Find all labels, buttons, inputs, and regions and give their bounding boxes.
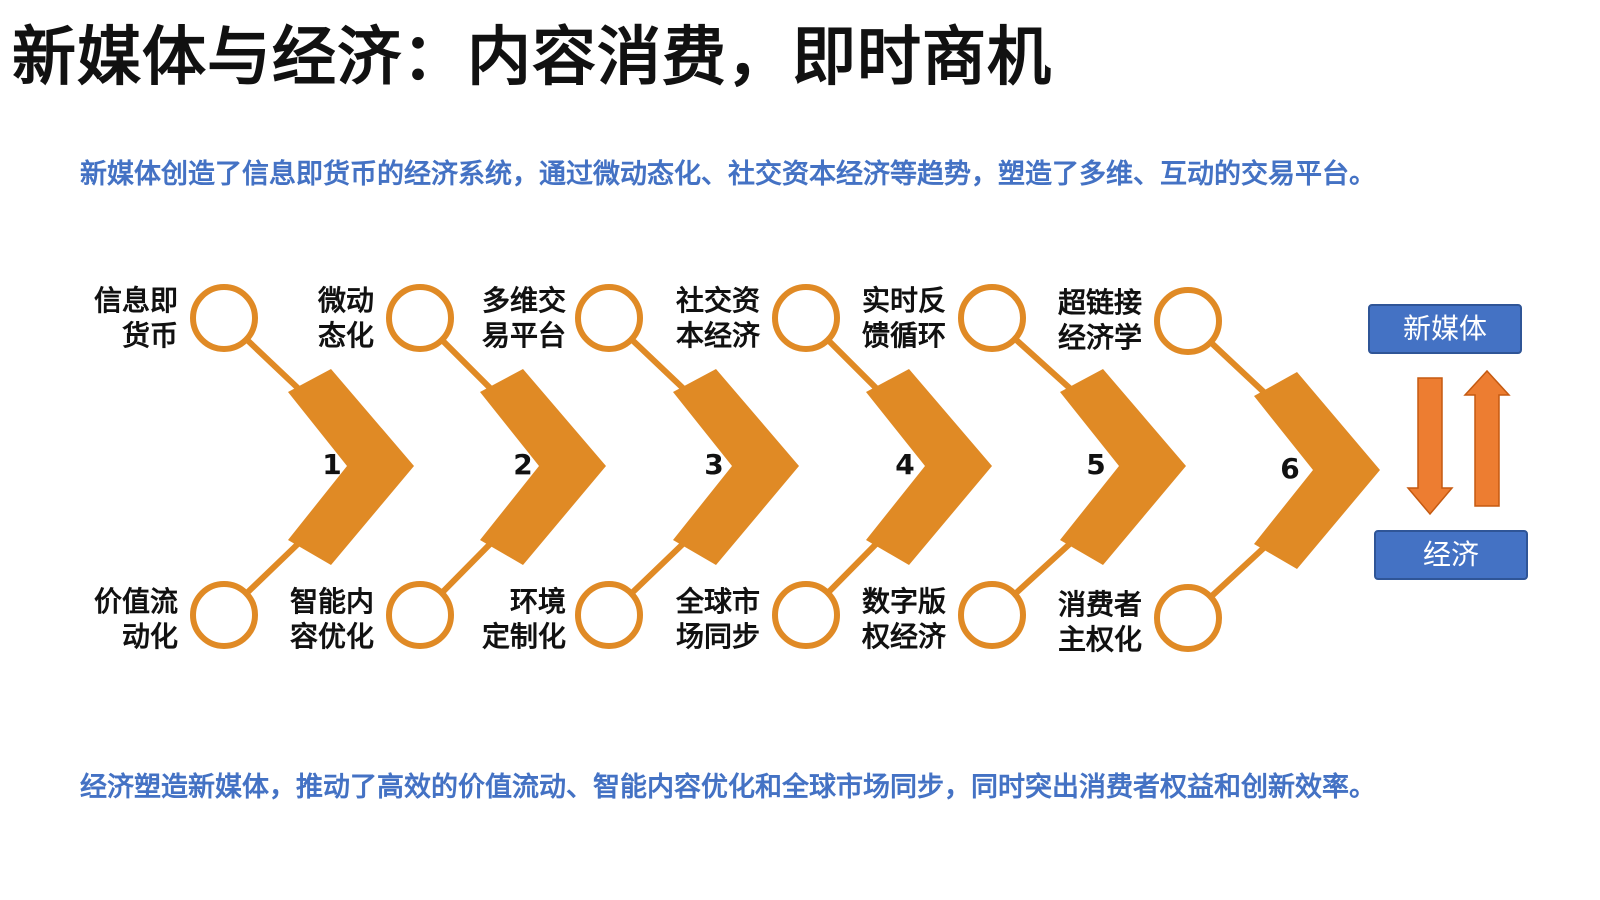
down-arrow-icon bbox=[1406, 377, 1454, 516]
circle-node-bottom-1 bbox=[190, 581, 258, 649]
step-2-top-label: 微动态化 bbox=[317, 284, 374, 352]
chevron-4 bbox=[866, 369, 992, 565]
step-3-graphic bbox=[575, 284, 799, 649]
step-1-top-label: 信息即货币 bbox=[93, 284, 178, 352]
step-3-bottom-label: 环境定制化 bbox=[481, 585, 566, 653]
economy-box: 经济 bbox=[1374, 530, 1528, 580]
step-1-graphic bbox=[190, 284, 414, 649]
step-5-top-label: 实时反馈循环 bbox=[861, 284, 946, 352]
circle-node-top-1 bbox=[190, 284, 258, 352]
subtitle-bottom: 经济塑造新媒体，推动了高效的价值流动、智能内容优化和全球市场同步，同时突出消费者… bbox=[80, 772, 1376, 803]
chevron-3 bbox=[673, 369, 799, 565]
step-6-top-label: 超链接经济学 bbox=[1057, 286, 1142, 354]
circle-node-top-4 bbox=[772, 284, 840, 352]
step-1-bottom-label: 价值流动化 bbox=[93, 585, 178, 653]
chevron-5 bbox=[1060, 369, 1186, 565]
step-2-graphic bbox=[386, 284, 606, 649]
step-4-top-label: 社交资本经济 bbox=[675, 284, 760, 352]
circle-node-top-5 bbox=[958, 284, 1026, 352]
step-6-number: 6 bbox=[1280, 452, 1300, 485]
step-5-graphic bbox=[958, 284, 1186, 649]
step-6-graphic bbox=[1154, 287, 1380, 652]
step-1-number: 1 bbox=[322, 448, 342, 481]
circle-node-bottom-6 bbox=[1154, 584, 1222, 652]
circle-node-bottom-2 bbox=[386, 581, 454, 649]
circle-node-top-2 bbox=[386, 284, 454, 352]
step-6-bottom-label: 消费者主权化 bbox=[1057, 588, 1142, 656]
step-5-number: 5 bbox=[1086, 448, 1106, 481]
subtitle-top: 新媒体创造了信息即货币的经济系统，通过微动态化、社交资本经济等趋势，塑造了多维、… bbox=[80, 159, 1376, 190]
chevron-6 bbox=[1254, 372, 1380, 569]
circle-node-bottom-5 bbox=[958, 581, 1026, 649]
circle-node-top-3 bbox=[575, 284, 643, 352]
circle-node-top-6 bbox=[1154, 287, 1222, 355]
step-2-bottom-label: 智能内容优化 bbox=[289, 585, 374, 653]
chevron-2 bbox=[480, 369, 606, 565]
step-4-graphic bbox=[772, 284, 992, 649]
step-5-bottom-label: 数字版权经济 bbox=[861, 585, 946, 653]
chevron-1 bbox=[288, 369, 414, 565]
circle-node-bottom-3 bbox=[575, 581, 643, 649]
up-arrow-icon bbox=[1463, 369, 1511, 507]
step-3-number: 3 bbox=[704, 448, 724, 481]
step-4-bottom-label: 全球市场同步 bbox=[675, 585, 760, 653]
step-2-number: 2 bbox=[513, 448, 533, 481]
step-3-top-label: 多维交易平台 bbox=[481, 284, 566, 352]
step-4-number: 4 bbox=[895, 448, 915, 481]
new-media-box: 新媒体 bbox=[1368, 304, 1522, 354]
page-title: 新媒体与经济：内容消费，即时商机 bbox=[12, 21, 1052, 95]
circle-node-bottom-4 bbox=[772, 581, 840, 649]
